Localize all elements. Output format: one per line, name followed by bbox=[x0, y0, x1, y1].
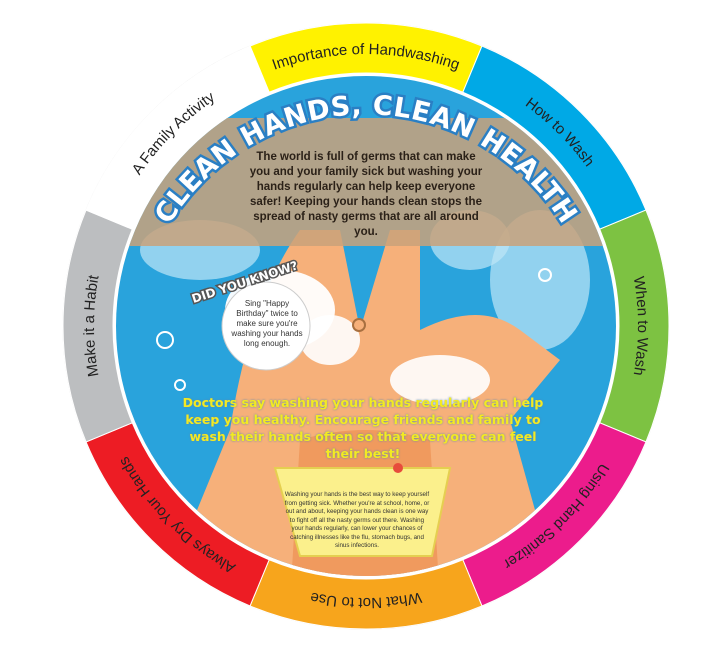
did-you-know-bubble bbox=[221, 281, 311, 371]
doctors-text: Doctors say washing your hands regularly… bbox=[182, 395, 544, 461]
info-note bbox=[273, 467, 452, 557]
wheel-segment-label[interactable]: What Not to Use bbox=[309, 589, 423, 611]
bottom-info-text: Washing your hands is the best way to ke… bbox=[284, 491, 430, 549]
center-illustration bbox=[116, 76, 616, 576]
did-you-know-text: Sing "Happy Birthday" twice to make sure… bbox=[231, 299, 303, 348]
intro-text: The world is full of germs that can make… bbox=[249, 151, 483, 238]
